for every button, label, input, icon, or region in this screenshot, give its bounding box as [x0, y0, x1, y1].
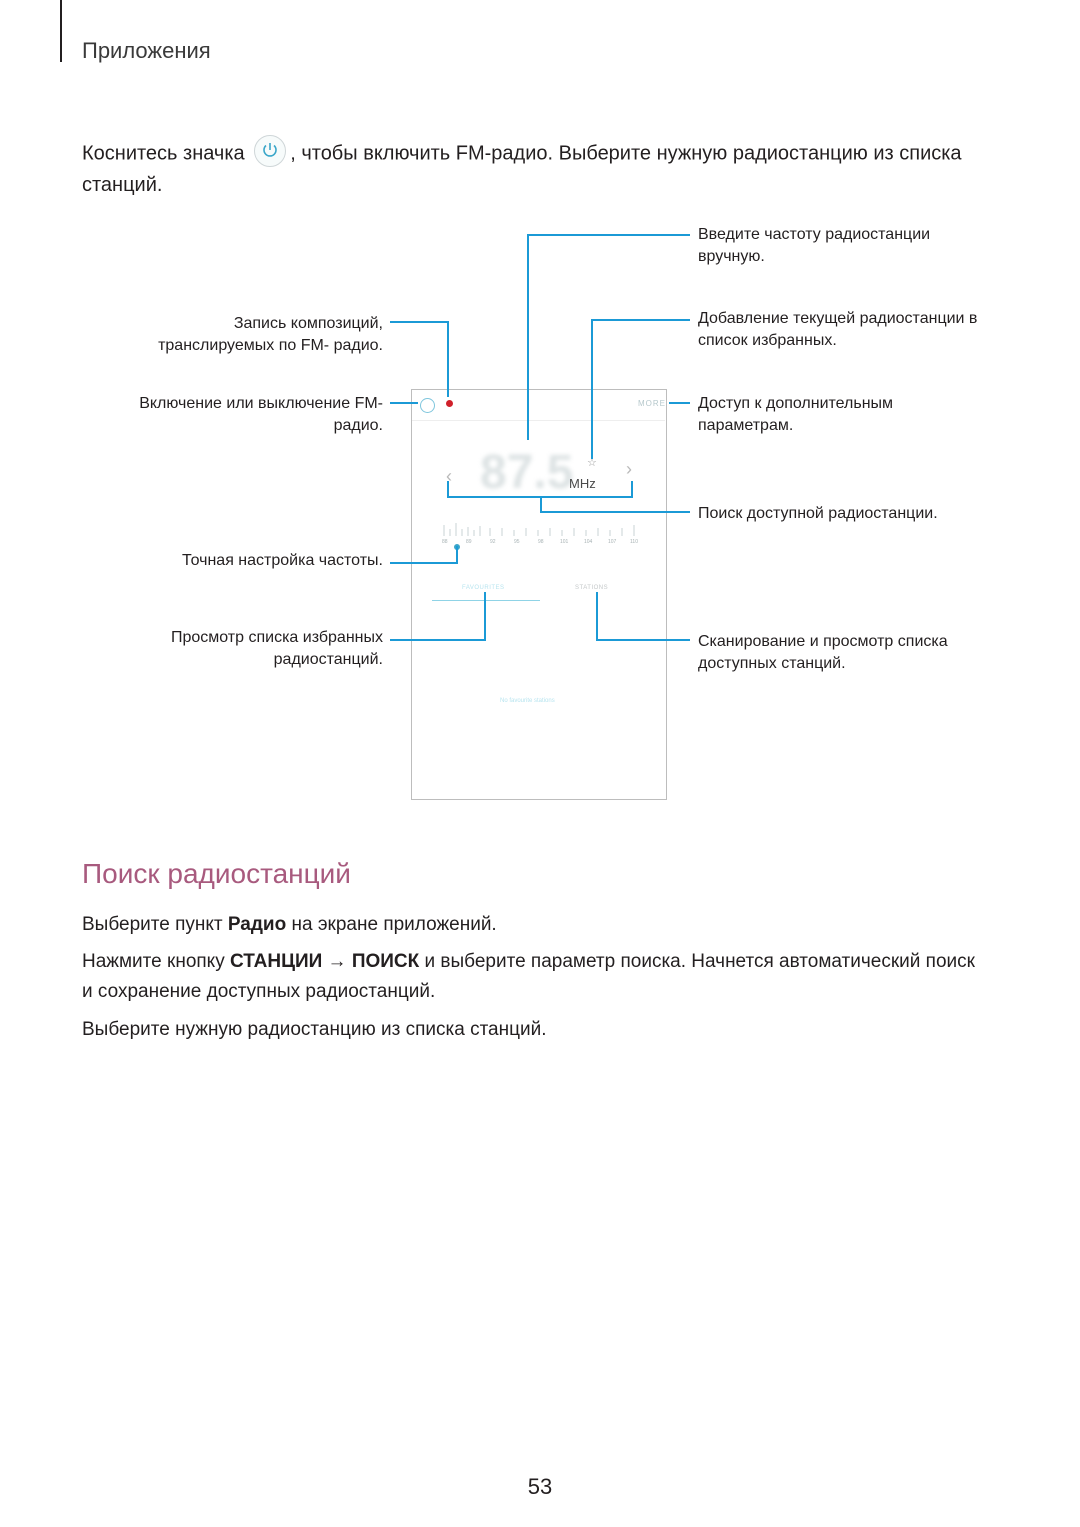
power-icon — [254, 135, 287, 167]
screen-power-icon[interactable] — [420, 398, 435, 413]
star-icon[interactable]: ☆ — [587, 457, 597, 469]
callout-more: Доступ к дополнительным параметрам. — [698, 395, 894, 434]
callout-line — [447, 321, 449, 397]
tuning-scale-ticks — [443, 523, 635, 536]
section-title: Приложения — [82, 38, 211, 63]
tab-indicator — [432, 600, 540, 601]
callout-fine-tune: Точная настройка частоты. — [182, 552, 383, 569]
callout-line — [390, 639, 486, 641]
callout-favorites: Просмотр списка избранных радиостанций. — [170, 629, 383, 668]
callout-line — [540, 496, 542, 513]
step-2-text: и выберите параметр поиска. Начнется авт… — [82, 951, 975, 1002]
callout-line — [390, 562, 458, 564]
scale-label: 107 — [608, 539, 617, 545]
scale-label: 88 — [442, 539, 448, 545]
callout-line — [540, 511, 690, 513]
step-1: Выберите пункт Радио на экране приложени… — [82, 910, 982, 940]
chevron-right-icon[interactable]: › — [626, 459, 632, 479]
intro-paragraph: Коснитесь значка , чтобы включить FM-рад… — [82, 135, 982, 200]
callout-line — [591, 319, 593, 459]
callout-line — [596, 592, 598, 641]
callout-search: Поиск доступной радиостанции. — [698, 505, 938, 522]
scale-label: 92 — [490, 539, 496, 545]
callout-line — [390, 402, 418, 404]
chevron-left-icon[interactable]: ‹ — [446, 466, 452, 486]
callout-scan: Сканирование и просмотр списка доступных… — [698, 633, 948, 672]
more-button[interactable]: MORE — [638, 399, 666, 408]
header-rule — [60, 0, 62, 62]
scale-label: 101 — [560, 539, 569, 545]
section-heading: Поиск радиостанций — [82, 858, 351, 889]
step-2-text: Нажмите кнопку — [82, 951, 230, 972]
tab-favorites[interactable]: FAVOURITES — [462, 585, 505, 591]
step-1-bold: Радио — [227, 914, 287, 935]
callout-record: Запись композиций, транслируемых по FM- … — [158, 315, 383, 354]
step-2: Нажмите кнопку СТАНЦИИ → ПОИСК и выберит… — [82, 947, 982, 1007]
callout-line — [631, 481, 633, 497]
callout-enter-frequency: Введите частоту радиостанции вручную. — [698, 226, 931, 265]
radio-app-screen: MORE ‹ 87.5 ☆ MHz › 88 89 92 95 98 101 1… — [411, 389, 667, 800]
scale-label: 104 — [584, 539, 593, 545]
tab-stations[interactable]: STATIONS — [575, 585, 609, 591]
empty-list-hint: No favourite stations — [500, 698, 555, 704]
callout-line — [527, 234, 529, 440]
step-1-text: на экране приложений. — [286, 914, 497, 935]
toolbar-divider — [412, 420, 665, 421]
scale-label: 110 — [630, 539, 638, 545]
callout-line — [527, 234, 690, 236]
record-icon[interactable] — [446, 400, 453, 407]
scale-label: 95 — [514, 539, 520, 545]
callout-line — [447, 481, 449, 497]
callout-power: Включение или выключение FM-радио. — [139, 395, 383, 434]
page-number: 53 — [527, 1474, 553, 1499]
step-2-arrow: → — [322, 951, 352, 972]
callout-line — [484, 592, 486, 640]
callout-line — [456, 546, 458, 564]
callout-line — [596, 639, 690, 641]
scale-label: 89 — [466, 539, 472, 545]
callout-line — [390, 321, 448, 323]
intro-text-1: Коснитесь значка — [82, 142, 245, 165]
callout-add-favorite: Добавление текущей радиостанции в список… — [698, 310, 978, 349]
step-3: Выберите нужную радиостанцию из списка с… — [82, 1019, 547, 1040]
callout-line — [669, 402, 690, 404]
step-1-text: Выберите пункт — [82, 914, 228, 935]
intro-text-2: , чтобы включить FM-радио. Выберите нужн… — [82, 142, 962, 196]
frequency-unit: MHz — [569, 476, 596, 491]
callout-line — [591, 319, 690, 321]
step-2-bold: СТАНЦИИ — [229, 951, 323, 972]
tuning-scale[interactable] — [442, 522, 637, 536]
scale-label: 98 — [538, 539, 544, 545]
frequency-display[interactable]: 87.5 — [480, 446, 574, 499]
step-2-bold: ПОИСК — [351, 951, 420, 972]
